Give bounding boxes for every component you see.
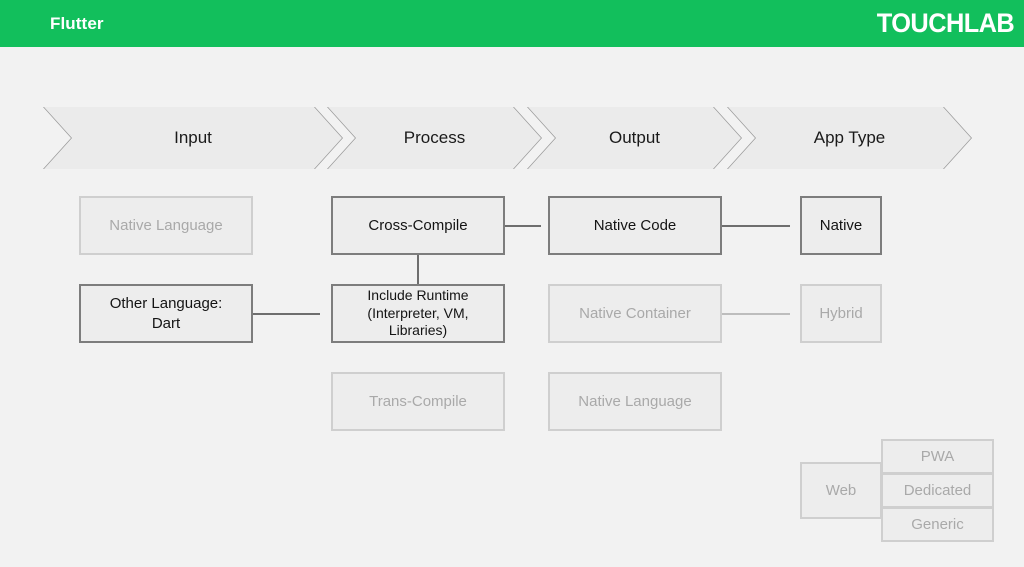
connector-include-runtime-to-cross-compile-line (417, 255, 419, 287)
node-label: Other Language: Dart (109, 295, 223, 332)
chevron-stage-process[interactable]: Process (328, 107, 541, 169)
node-label: Include Runtime (Interpreter, VM, Librar… (367, 286, 469, 339)
chevron-label-app-type: App Type (813, 128, 886, 147)
touchlab-logo: TOUCHLAB (876, 8, 1015, 38)
diagram-canvas: Input Process Output App Type Native Lan… (0, 47, 1024, 567)
node-web-variant-pwa[interactable]: PWA (881, 439, 994, 474)
connector-native-container-to-hybrid-line (722, 313, 790, 315)
node-label: PWA (920, 448, 955, 465)
node-web-variant-generic[interactable]: Generic (881, 507, 994, 542)
node-label: Native Language (578, 392, 692, 410)
header-bar: Flutter TOUCHLAB (0, 0, 1024, 47)
node-label: Cross-Compile (368, 216, 468, 234)
node-label: Generic (911, 516, 964, 533)
node-cross-compile[interactable]: Cross-Compile (331, 196, 505, 255)
node-native[interactable]: Native (800, 196, 882, 255)
node-native-language-output[interactable]: Native Language (548, 372, 722, 431)
node-trans-compile[interactable]: Trans-Compile (331, 372, 505, 431)
node-label: Native Language (109, 216, 223, 234)
connector-cross-compile-to-native-code-line (505, 225, 541, 227)
node-label: Trans-Compile (369, 392, 467, 410)
node-web[interactable]: Web (800, 462, 882, 519)
node-native-language-input[interactable]: Native Language (79, 196, 253, 255)
chevron-stage-input[interactable]: Input (44, 107, 342, 169)
chevron-stage-app-type[interactable]: App Type (728, 107, 971, 169)
node-native-code[interactable]: Native Code (548, 196, 722, 255)
node-label: Native Code (593, 216, 677, 234)
node-label: Web (825, 481, 857, 499)
node-other-language-dart[interactable]: Other Language: Dart (79, 284, 253, 343)
connector-other-language-to-include-runtime-line (252, 313, 320, 315)
node-label: Native (819, 216, 863, 234)
chevron-stage-output[interactable]: Output (528, 107, 741, 169)
chevron-label-process: Process (403, 128, 466, 147)
page-title: Flutter (50, 14, 104, 33)
node-label: Native Container (579, 304, 691, 322)
chevron-label-input: Input (174, 128, 212, 147)
node-include-runtime[interactable]: Include Runtime (Interpreter, VM, Librar… (331, 284, 505, 343)
node-native-container[interactable]: Native Container (548, 284, 722, 343)
chevron-label-output: Output (608, 128, 661, 147)
node-web-variant-dedicated[interactable]: Dedicated (881, 473, 994, 508)
node-label: Dedicated (903, 482, 972, 499)
node-label: Hybrid (819, 304, 863, 322)
node-hybrid[interactable]: Hybrid (800, 284, 882, 343)
connector-native-code-to-native-line (722, 225, 790, 227)
